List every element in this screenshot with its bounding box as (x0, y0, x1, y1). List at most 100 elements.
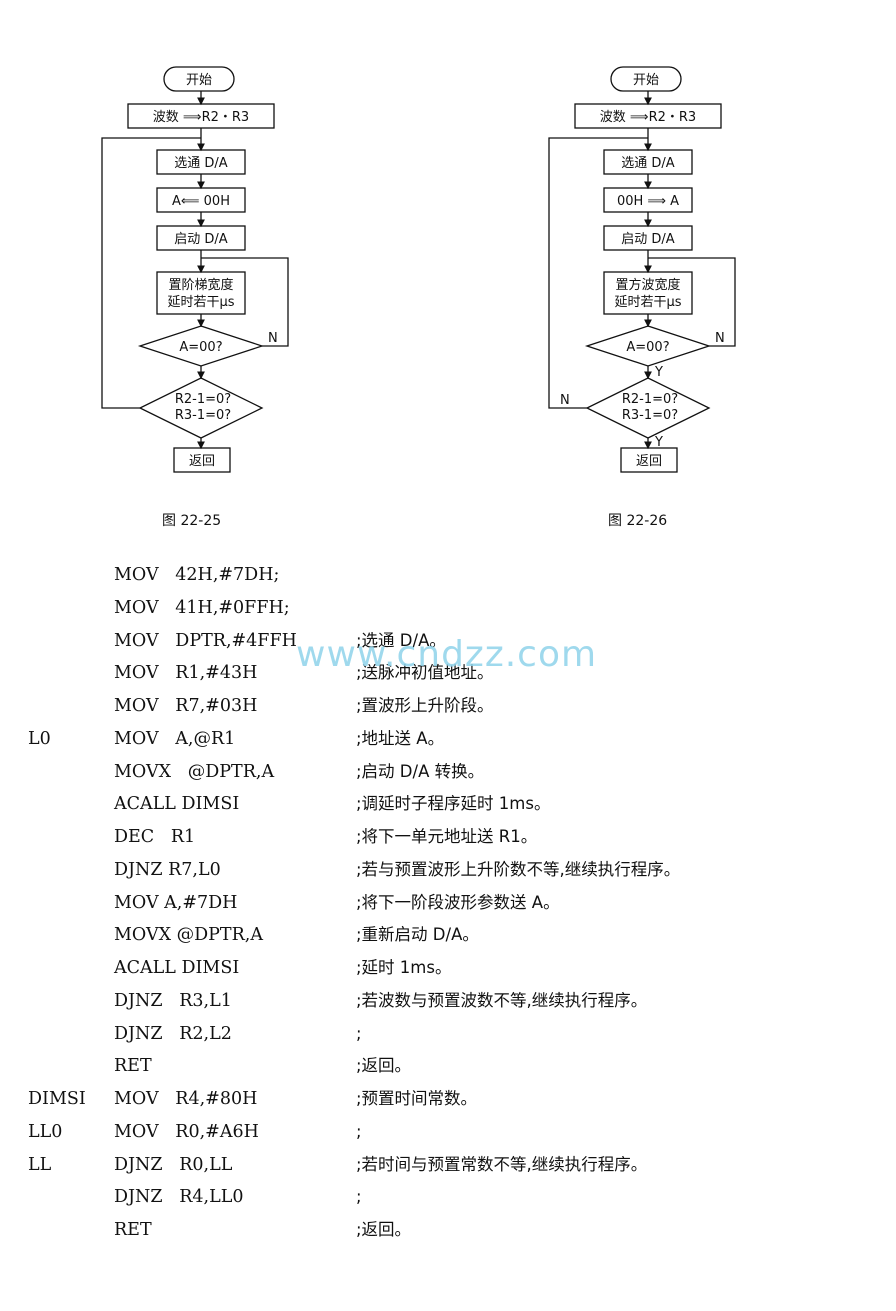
watermark: www.cndzz.com (296, 634, 598, 675)
code-instruction: MOV DPTR,#4FFH (114, 630, 297, 651)
code-instruction: MOV A,#7DH (114, 892, 238, 913)
code-line: MOVX @DPTR,A ;启动 D/A 转换。 (0, 757, 896, 787)
code-instruction: DJNZ R0,LL (114, 1154, 233, 1175)
code-comment: ;调延时子程序延时 1ms。 (356, 794, 551, 814)
fc2-y-label-2: Y (654, 435, 663, 450)
code-comment: ; (356, 1187, 362, 1207)
code-line: RET ;返回。 (0, 1051, 896, 1081)
fc2-box5-line2: 延时若干μs (614, 294, 681, 310)
code-instruction: ACALL DIMSI (114, 958, 240, 978)
code-comment: ;置波形上升阶段。 (356, 696, 494, 715)
code-comment: ;若与预置波形上升阶数不等,继续执行程序。 (356, 859, 681, 879)
code-line: MOV A,#7DH ;将下一阶段波形参数送 A。 (0, 888, 896, 918)
code-comment: ;若时间与预置常数不等,继续执行程序。 (356, 1154, 648, 1174)
fc1-box1-text: 波数 ⟹R2・R3 (153, 110, 249, 125)
code-comment: ;送脉冲初值地址。 (356, 663, 494, 683)
code-line: MOV 41H,#0FFH; (0, 593, 896, 623)
code-comment: ;若波数与预置波数不等,继续执行程序。 (356, 990, 648, 1010)
fc2-end-text: 返回 (636, 454, 662, 469)
code-comment: ;返回。 (356, 1056, 412, 1076)
fc2-box1-text: 波数 ⟹R2・R3 (600, 110, 696, 125)
code-instruction: MOVX @DPTR,A (114, 925, 263, 946)
code-instruction: MOV R4,#80H (114, 1089, 258, 1109)
code-comment: ;将下一单元地址送 R1。 (356, 827, 538, 846)
code-line: MOV R7,#03H ;置波形上升阶段。 (0, 691, 896, 721)
fc1-diamond2-line2: R3-1=0? (175, 408, 231, 423)
fc2-box3-text: 00H ⟹ A (617, 194, 679, 209)
code-instruction: DJNZ R4,LL0 (114, 1187, 244, 1208)
code-instruction: DJNZ R2,L2 (114, 1023, 232, 1044)
fc1-diamond2-line1: R2-1=0? (175, 392, 231, 407)
code-instruction: MOV R0,#A6H (114, 1121, 259, 1142)
fc2-diamond2-line1: R2-1=0? (622, 392, 678, 407)
fc2-start-text: 开始 (633, 73, 659, 88)
code-line: DJNZ R3,L1 ;若波数与预置波数不等,继续执行程序。 (0, 986, 896, 1016)
code-line: DEC R1 ;将下一单元地址送 R1。 (0, 822, 896, 852)
flowcharts: 开始 波数 ⟹R2・R3 选通 D/A A⟸ 00H 启动 D/A 置阶梯宽度 … (101, 66, 736, 473)
fc2-n-label-outer: N (560, 393, 570, 408)
code-label: DIMSI (28, 1089, 86, 1109)
fc1-start-text: 开始 (186, 73, 212, 88)
fc2-start-terminal (610, 66, 682, 92)
fc1-box5-line1: 置阶梯宽度 (168, 277, 233, 293)
code-comment: ;地址送 A。 (356, 728, 445, 748)
code-instruction: MOVX @DPTR,A (114, 761, 275, 782)
code-line: MOV DPTR,#4FFH ;选通 D/A。 (0, 626, 896, 656)
fc2-box5-line1: 置方波宽度 (615, 277, 680, 293)
fc2-n-label-inner: N (715, 331, 725, 346)
fc1-box3-text: A⟸ 00H (172, 194, 230, 209)
code-line: MOV 42H,#7DH; (0, 560, 896, 590)
code-label: LL0 (28, 1121, 63, 1142)
code-line: RET ;返回。 (0, 1215, 896, 1245)
code-instruction: MOV R7,#03H (114, 696, 258, 716)
code-line: MOVX @DPTR,A ;重新启动 D/A。 (0, 920, 896, 950)
caption-fig-22-26: 图 22-26 (608, 513, 668, 529)
code-comment: ;延时 1ms。 (356, 958, 452, 977)
code-instruction: MOV 41H,#0FFH; (114, 597, 290, 618)
code-comment: ;将下一阶段波形参数送 A。 (356, 892, 560, 912)
code-comment: ;启动 D/A 转换。 (356, 761, 485, 781)
code-comment: ; (356, 1121, 362, 1141)
fc1-box2-text: 选通 D/A (174, 156, 228, 171)
code-line: LL0 MOV R0,#A6H; (0, 1117, 896, 1147)
code-instruction: MOV A,@R1 (114, 728, 236, 749)
code-line: DJNZ R7,L0 ;若与预置波形上升阶数不等,继续执行程序。 (0, 855, 896, 885)
fc1-diamond1-text: A=00? (179, 340, 222, 355)
code-instruction: DEC R1 (114, 827, 196, 847)
flowchart-22-25 (101, 66, 289, 473)
code-line: DJNZ R4,LL0; (0, 1182, 896, 1212)
code-line: L0 MOV A,@R1 ;地址送 A。 (0, 724, 896, 754)
code-line: LL DJNZ R0,LL ;若时间与预置常数不等,继续执行程序。 (0, 1150, 896, 1180)
caption-fig-22-25: 图 22-25 (162, 513, 222, 529)
code-instruction: DJNZ R7,L0 (114, 859, 221, 880)
fc1-end-text: 返回 (189, 454, 215, 469)
fc1-box5-line2: 延时若干μs (167, 294, 234, 310)
flowchart-22-26 (548, 66, 736, 473)
code-line: DJNZ R2,L2; (0, 1019, 896, 1049)
code-line: MOV R1,#43H ;送脉冲初值地址。 (0, 658, 896, 688)
code-instruction: ACALL DIMSI (114, 794, 240, 815)
fc2-diamond1-text: A=00? (626, 340, 669, 355)
code-instruction: RET (114, 1056, 152, 1077)
code-comment: ; (356, 1023, 362, 1043)
code-instruction: MOV R1,#43H (114, 663, 258, 684)
code-instruction: DJNZ R3,L1 (114, 990, 232, 1011)
fc2-box4-text: 启动 D/A (621, 232, 675, 247)
fc1-n-label: N (268, 331, 278, 346)
fc1-box4-text: 启动 D/A (174, 232, 228, 247)
code-label: LL (28, 1154, 52, 1175)
fc2-box2-text: 选通 D/A (621, 156, 675, 171)
code-line: ACALL DIMSI ;调延时子程序延时 1ms。 (0, 789, 896, 819)
code-line: ACALL DIMSI ;延时 1ms。 (0, 953, 896, 983)
fc1-start-terminal (163, 66, 235, 92)
code-instruction: RET (114, 1220, 152, 1240)
fc2-y-label-1: Y (654, 365, 663, 380)
code-comment: ;返回。 (356, 1220, 412, 1239)
code-comment: ;预置时间常数。 (356, 1089, 478, 1108)
fc2-diamond2-line2: R3-1=0? (622, 408, 678, 423)
code-line: DIMSI MOV R4,#80H ;预置时间常数。 (0, 1084, 896, 1114)
code-label: L0 (28, 728, 51, 749)
code-comment: ;选通 D/A。 (356, 630, 446, 650)
code-instruction: MOV 42H,#7DH; (114, 565, 280, 585)
code-comment: ;重新启动 D/A。 (356, 925, 479, 945)
